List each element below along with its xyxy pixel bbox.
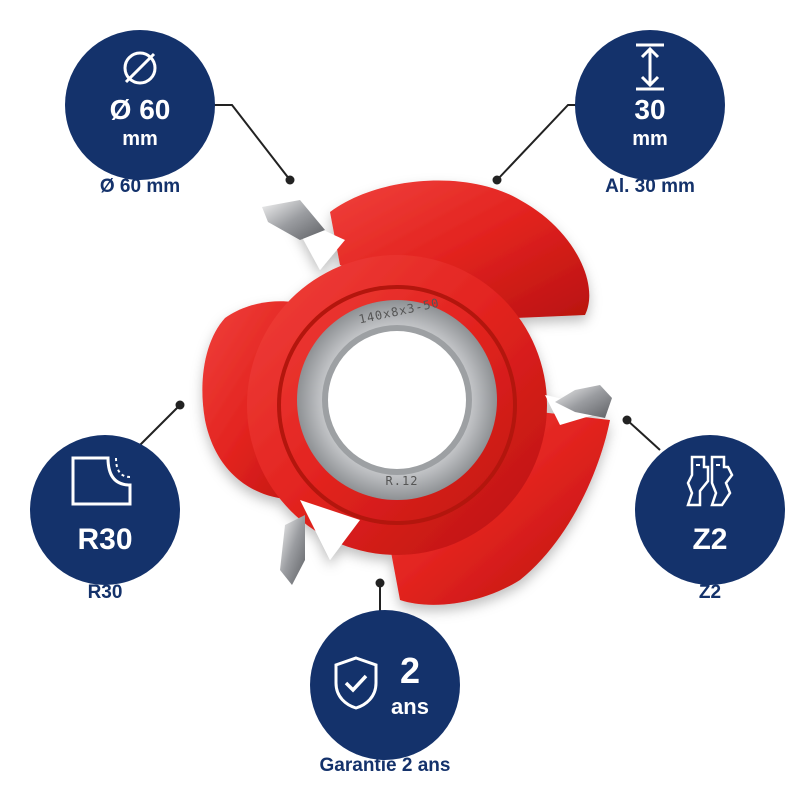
- shield-check-icon: [334, 656, 378, 710]
- teeth-profile-icon: [686, 455, 734, 507]
- height-value: 30: [634, 94, 666, 125]
- radius-value: R30: [77, 523, 133, 556]
- radius-profile-icon: [71, 456, 132, 506]
- radius-badge: R30: [30, 435, 180, 585]
- diameter-caption: Ø 60 mm: [99, 176, 181, 197]
- teeth-caption: Z2: [698, 582, 722, 603]
- height-badge: 30 mm: [575, 30, 725, 180]
- radius-caption: R30: [87, 582, 123, 603]
- diameter-unit: mm: [122, 128, 158, 150]
- height-caption: Al. 30 mm: [605, 176, 695, 197]
- diameter-badge: Ø 60 mm: [65, 30, 215, 180]
- warranty-unit: ans: [391, 694, 429, 719]
- height-arrow-icon: [636, 43, 664, 91]
- warranty-caption: Garantie 2 ans: [319, 755, 451, 776]
- warranty-value: 2: [399, 650, 421, 691]
- warranty-badge: 2 ans: [310, 610, 460, 760]
- knife-bottom: [280, 515, 305, 585]
- knife-top: [262, 200, 325, 240]
- diameter-value: Ø 60: [109, 94, 171, 125]
- teeth-badge: Z2: [635, 435, 785, 585]
- knife-right: [555, 385, 612, 418]
- diameter-icon: [123, 51, 157, 85]
- engraving-bottom: R.12: [386, 474, 419, 488]
- teeth-value: Z2: [692, 523, 728, 556]
- height-unit: mm: [632, 128, 668, 150]
